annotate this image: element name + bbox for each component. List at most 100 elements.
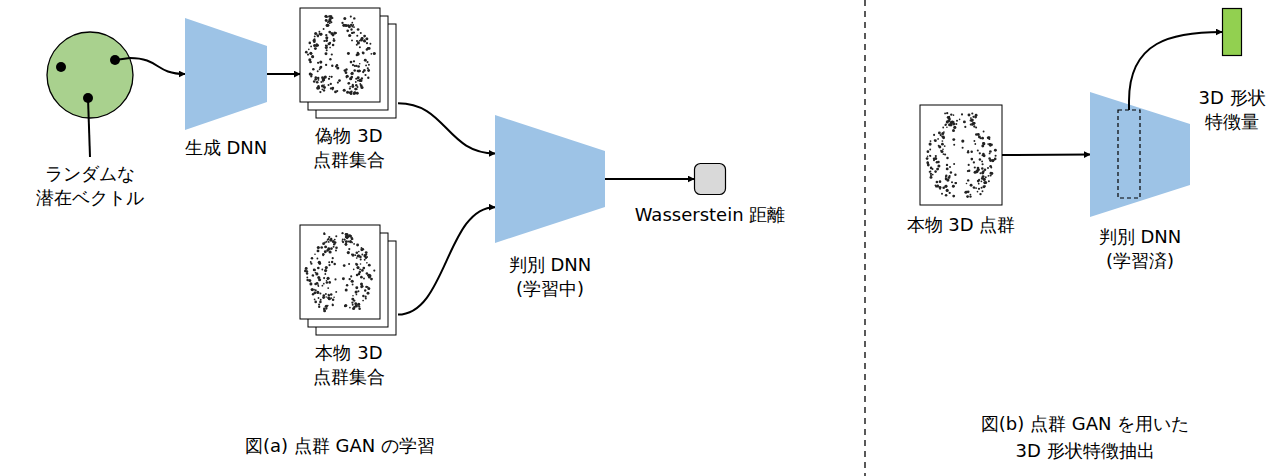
fake-pointcloud-stack-outline xyxy=(300,8,398,120)
point-dot xyxy=(982,142,985,145)
point-dot xyxy=(354,302,357,305)
point-dot xyxy=(332,87,335,90)
point-dot xyxy=(944,112,946,114)
point-dot xyxy=(945,185,948,188)
point-dot xyxy=(949,166,951,168)
point-dot xyxy=(349,278,351,280)
point-dot xyxy=(336,64,338,66)
point-dot xyxy=(343,17,346,20)
point-dot xyxy=(974,166,976,168)
trained-discriminator: 判別 DNN (学習済) xyxy=(1090,92,1190,217)
point-dot xyxy=(313,38,315,40)
point-dot xyxy=(317,36,319,38)
point-dot xyxy=(351,22,353,24)
point-dot xyxy=(946,157,949,160)
point-dot xyxy=(307,54,309,56)
point-dot xyxy=(952,195,955,198)
point-dot xyxy=(972,122,975,125)
point-dot xyxy=(358,303,360,305)
point-dot xyxy=(348,248,350,250)
point-dot xyxy=(319,61,322,64)
node-text: 判別 DNN (学習済) xyxy=(1085,225,1195,274)
point-dot xyxy=(313,292,316,295)
point-dot xyxy=(944,145,946,147)
point-dot xyxy=(317,70,319,72)
point-dot xyxy=(324,15,327,18)
point-dot xyxy=(325,52,328,55)
real-pointcloud-outline xyxy=(920,105,1002,205)
point-dot xyxy=(341,22,343,24)
point-dot xyxy=(350,237,352,239)
point-dot xyxy=(324,245,327,248)
point-dot xyxy=(350,61,353,64)
point-dot xyxy=(367,287,370,290)
point-dot xyxy=(346,284,348,286)
point-dot xyxy=(988,136,991,139)
point-dot xyxy=(311,73,313,75)
point-dot xyxy=(330,293,333,296)
point-dot xyxy=(328,295,330,297)
point-dot xyxy=(329,250,332,253)
network-trapezoid xyxy=(1090,92,1190,217)
point-dot xyxy=(368,275,371,278)
point-dot xyxy=(365,298,367,300)
point-dot xyxy=(364,289,366,291)
point-dot xyxy=(953,126,956,129)
point-dot xyxy=(970,184,973,187)
point-dot xyxy=(322,296,325,299)
point-dot xyxy=(329,58,331,60)
point-dot xyxy=(929,171,931,173)
point-dot xyxy=(304,270,307,273)
point-dot xyxy=(365,251,368,254)
point-dot xyxy=(961,113,963,115)
figure-caption: 図(b) 点群 GAN を用いた 3D 形状特徴抽出 xyxy=(971,410,1199,464)
point-dot xyxy=(934,139,936,141)
point-dot xyxy=(309,42,312,45)
point-dot xyxy=(967,151,970,154)
flow-arrow xyxy=(398,207,495,314)
point-dot xyxy=(373,52,376,55)
point-dot xyxy=(988,175,990,177)
point-dot xyxy=(325,36,328,39)
point-dot xyxy=(317,87,320,90)
point-dot xyxy=(953,144,955,146)
point-dot xyxy=(321,76,324,79)
point-dot xyxy=(325,305,328,308)
point-dot xyxy=(334,241,337,244)
point-dot xyxy=(933,157,935,159)
point-dot xyxy=(314,47,317,50)
point-dot xyxy=(948,116,950,118)
point-dot xyxy=(959,119,961,121)
flow-arrow xyxy=(130,58,185,74)
point-dot xyxy=(370,53,372,55)
point-dot xyxy=(345,68,347,70)
point-dot xyxy=(314,253,316,255)
point-dot xyxy=(332,44,335,47)
point-dot xyxy=(975,187,977,189)
point-dot xyxy=(942,186,945,189)
point-dot xyxy=(934,139,937,142)
point-dot xyxy=(318,303,320,305)
point-dot xyxy=(357,28,360,31)
point-dot xyxy=(323,89,325,91)
point-dot xyxy=(939,188,941,190)
point-dot xyxy=(308,279,311,282)
point-dot xyxy=(364,254,367,257)
point-dot xyxy=(369,275,372,278)
point-dot xyxy=(320,33,323,36)
point-dot xyxy=(362,52,365,55)
point-dot xyxy=(971,119,974,122)
point-dot xyxy=(345,233,348,236)
point-dot xyxy=(325,34,327,36)
point-dot xyxy=(931,168,933,170)
point-dot xyxy=(352,304,354,306)
point-dot xyxy=(325,40,327,42)
point-dot xyxy=(325,64,327,66)
point-dot xyxy=(327,20,329,22)
point-dot xyxy=(328,42,331,45)
point-dot xyxy=(317,62,319,64)
point-dot xyxy=(989,165,992,168)
point-dot xyxy=(349,91,352,94)
point-dot xyxy=(359,70,361,72)
point-dot xyxy=(982,190,984,192)
